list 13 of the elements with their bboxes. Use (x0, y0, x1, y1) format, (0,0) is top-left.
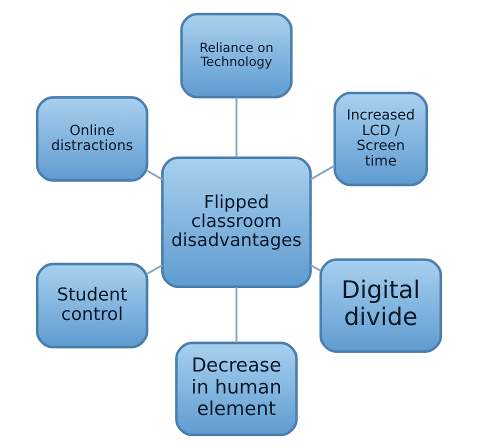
connector (310, 164, 335, 180)
connector (310, 264, 321, 272)
node-box: Flipped classroom disadvantages (160, 156, 312, 288)
node-box: Digital divide (318, 258, 442, 352)
node-box: Online distractions (35, 96, 148, 182)
node-box: Increased LCD / Screen time (333, 91, 428, 186)
connector (234, 286, 237, 342)
connector (146, 264, 162, 274)
node-box: Student control (35, 262, 148, 348)
node-box: Decrease in human element (174, 341, 298, 436)
connector (146, 170, 162, 180)
node-box: Reliance on Technology (180, 12, 292, 98)
connector (234, 97, 237, 157)
